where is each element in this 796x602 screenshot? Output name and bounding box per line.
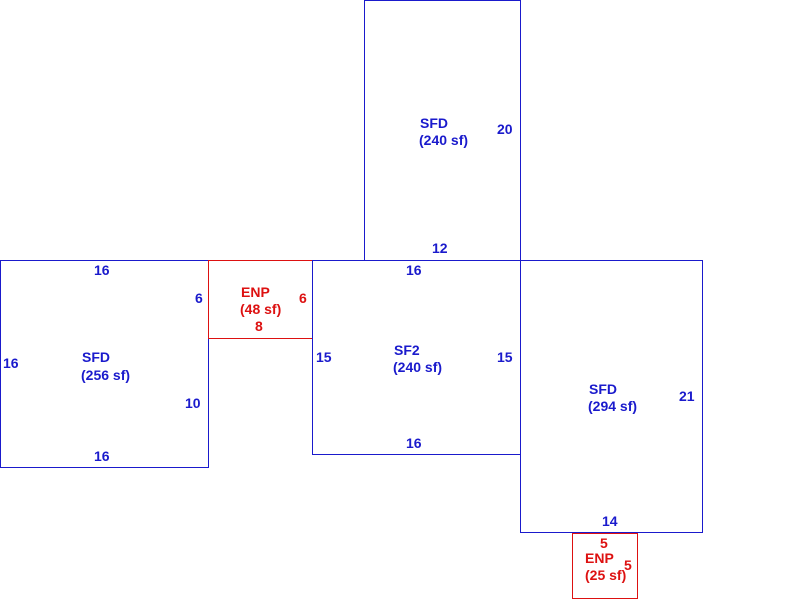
area-size: (25 sf) bbox=[585, 567, 626, 583]
dimension-label: 16 bbox=[406, 435, 422, 451]
dimension-label: 16 bbox=[3, 355, 19, 371]
dimension-label: 6 bbox=[195, 290, 203, 306]
area-sfd-right: SFD (294 sf) 21 14 bbox=[520, 260, 703, 533]
area-size: (256 sf) bbox=[81, 367, 130, 383]
dimension-label: 14 bbox=[602, 513, 618, 529]
area-outline bbox=[520, 260, 703, 533]
area-sfd-left: SFD (256 sf) 16 6 16 10 16 bbox=[0, 260, 209, 468]
dimension-label: 5 bbox=[600, 535, 608, 551]
area-name: SFD bbox=[82, 349, 110, 365]
dimension-label: 5 bbox=[624, 557, 632, 573]
dimension-label: 21 bbox=[679, 388, 695, 404]
dimension-label: 16 bbox=[94, 448, 110, 464]
area-size: (48 sf) bbox=[240, 301, 281, 317]
dimension-label: 15 bbox=[497, 349, 513, 365]
area-outline bbox=[572, 533, 638, 599]
dimension-label: 12 bbox=[432, 240, 448, 256]
area-outline bbox=[0, 260, 209, 468]
dimension-label: 6 bbox=[299, 290, 307, 306]
area-name: ENP bbox=[241, 284, 270, 300]
area-enp-middle: ENP (48 sf) 6 8 bbox=[208, 260, 313, 339]
dimension-label: 10 bbox=[185, 395, 201, 411]
area-enp-bottom: ENP (25 sf) 5 5 bbox=[572, 533, 638, 599]
dimension-label: 16 bbox=[94, 262, 110, 278]
dimension-label: 20 bbox=[497, 121, 513, 137]
area-name: SFD bbox=[420, 115, 448, 131]
dimension-label: 16 bbox=[406, 262, 422, 278]
area-name: SF2 bbox=[394, 342, 420, 358]
area-size: (294 sf) bbox=[588, 398, 637, 414]
area-sfd-top: SFD (240 sf) 20 12 bbox=[364, 0, 521, 261]
area-sf2-center: SF2 (240 sf) 16 15 15 16 bbox=[312, 260, 521, 455]
area-size: (240 sf) bbox=[419, 132, 468, 148]
area-size: (240 sf) bbox=[393, 359, 442, 375]
area-name: SFD bbox=[589, 381, 617, 397]
dimension-label: 8 bbox=[255, 318, 263, 334]
dimension-label: 15 bbox=[316, 349, 332, 365]
area-name: ENP bbox=[585, 550, 614, 566]
